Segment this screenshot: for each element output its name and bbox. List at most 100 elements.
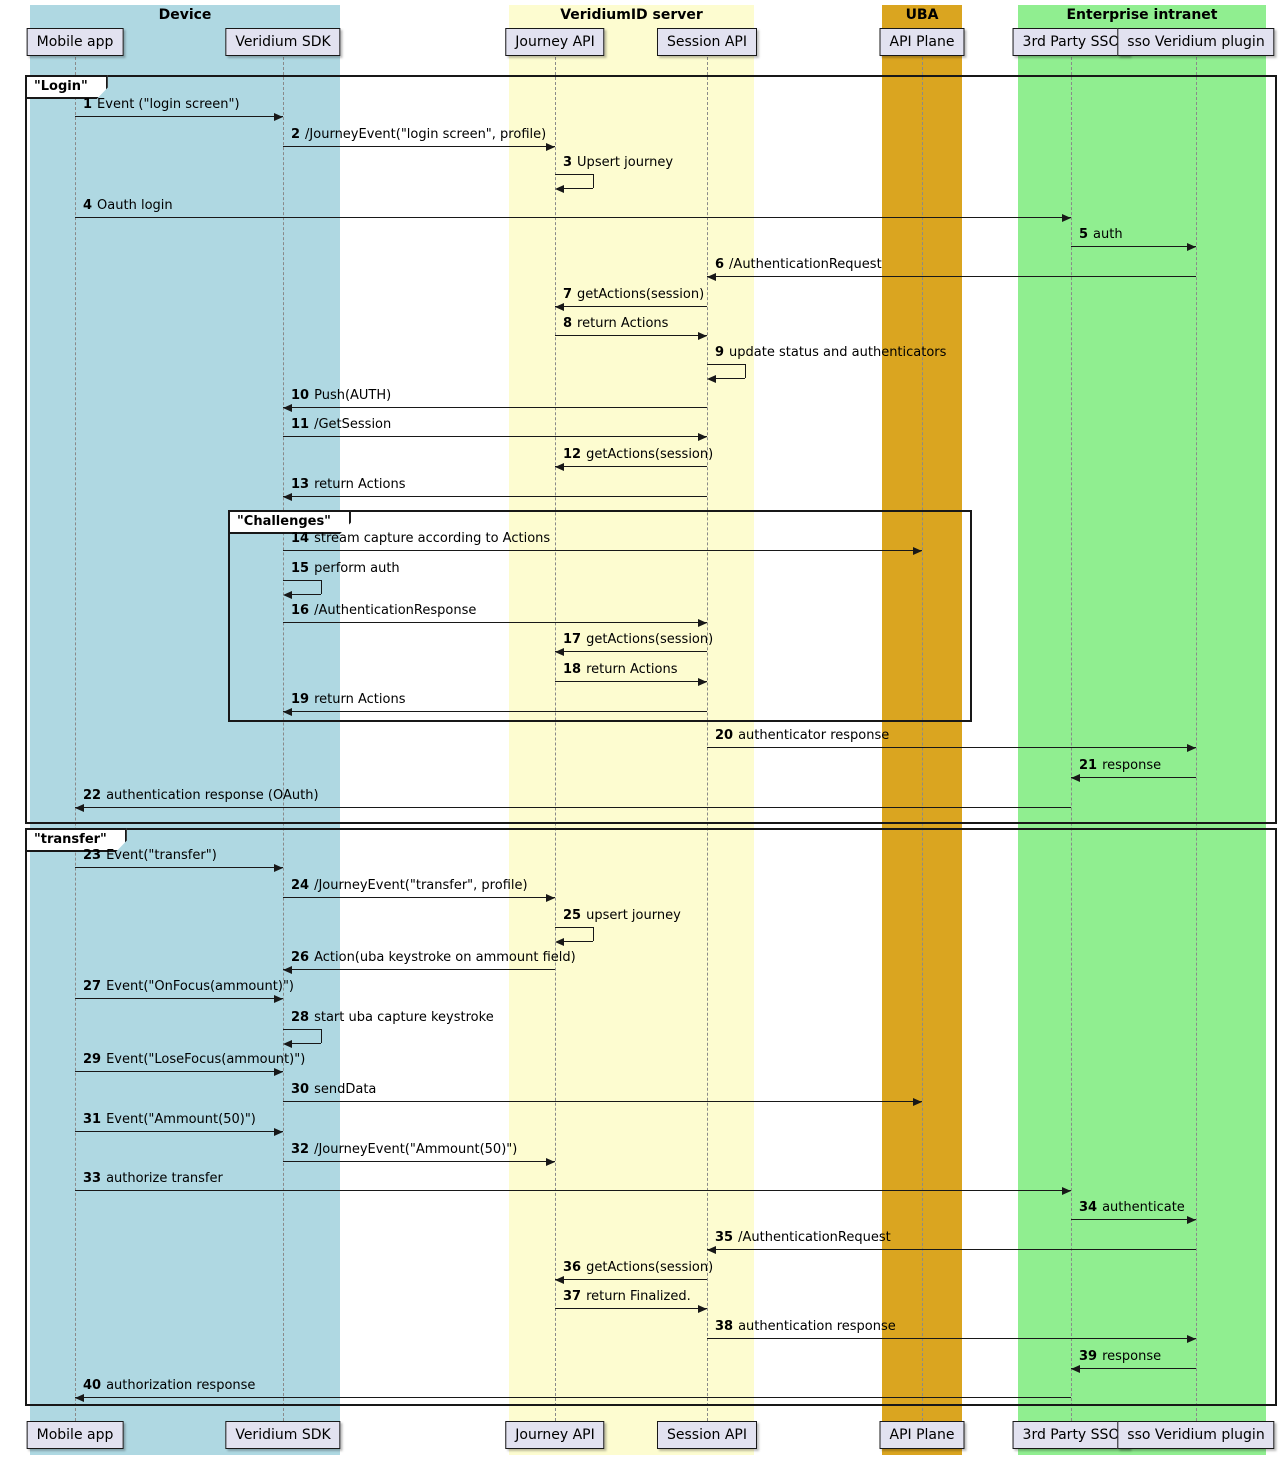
message-9-self-right — [745, 364, 746, 378]
lifeline-mobile-app — [75, 57, 76, 1421]
message-30-number: 30 — [291, 1082, 310, 1097]
message-12-number: 12 — [563, 447, 582, 462]
message-7-text: getActions(session) — [577, 287, 705, 302]
group-label-device: Device — [158, 7, 212, 23]
message-4-number: 4 — [83, 198, 93, 213]
participant-session-api-bottom: Session API — [656, 1421, 758, 1449]
message-3-self-right — [593, 174, 594, 188]
message-39-line — [1071, 1368, 1196, 1369]
message-40-line — [75, 1397, 1071, 1398]
message-19-arrowhead-icon — [283, 708, 292, 716]
participant-sso-veridium-plugin-top: sso Veridium plugin — [1117, 28, 1275, 56]
participant-mobile-app-bottom: Mobile app — [26, 1421, 124, 1449]
message-21-arrowhead-icon — [1071, 774, 1080, 782]
message-13-line — [283, 496, 707, 497]
message-32-number: 32 — [291, 1142, 310, 1157]
message-1-arrowhead-icon — [274, 113, 283, 121]
message-23-line — [75, 867, 283, 868]
message-29-number: 29 — [83, 1052, 102, 1067]
message-3-number: 3 — [563, 155, 573, 170]
group-label-veridiumid-server: VeridiumID server — [560, 7, 703, 23]
message-24-arrowhead-icon — [546, 894, 555, 902]
participant-journey-api-bottom: Journey API — [505, 1421, 605, 1449]
message-7-arrowhead-icon — [555, 303, 564, 311]
message-25-text: upsert journey — [586, 908, 681, 923]
message-27-text: Event("OnFocus(ammount)") — [106, 979, 295, 994]
message-31-arrowhead-icon — [274, 1128, 283, 1136]
message-29-text: Event("LoseFocus(ammount)") — [106, 1052, 306, 1067]
message-9-self-bottom — [716, 378, 745, 379]
message-2-arrowhead-icon — [546, 143, 555, 151]
message-12-line — [555, 466, 707, 467]
lifeline-veridium-sdk — [283, 57, 284, 1421]
message-27-line — [75, 998, 283, 999]
message-3-label: 3 Upsert journey — [563, 155, 673, 170]
frame-login — [25, 75, 1277, 824]
frame-challenges — [228, 510, 972, 722]
group-label-uba: UBA — [905, 7, 939, 23]
message-13-text: return Actions — [314, 477, 406, 492]
message-19-number: 19 — [291, 692, 310, 707]
message-20-text: authenticator response — [738, 728, 890, 743]
message-33-line — [75, 1190, 1071, 1191]
message-9-self-top — [707, 364, 745, 365]
message-2-line — [283, 146, 555, 147]
message-28-text: start uba capture keystroke — [314, 1010, 494, 1025]
message-18-line — [555, 681, 707, 682]
message-4-line — [75, 217, 1071, 218]
message-27-arrowhead-icon — [274, 995, 283, 1003]
message-28-self-bottom — [292, 1043, 321, 1044]
participant-session-api-top: Session API — [656, 28, 758, 56]
message-34-number: 34 — [1079, 1200, 1098, 1215]
message-5-number: 5 — [1079, 227, 1089, 242]
message-32-line — [283, 1161, 555, 1162]
message-39-text: response — [1102, 1349, 1162, 1364]
message-19-text: return Actions — [314, 692, 406, 707]
message-10-line — [283, 407, 707, 408]
message-40-arrowhead-icon — [75, 1394, 84, 1402]
message-11-line — [283, 436, 707, 437]
message-22-number: 22 — [83, 788, 102, 803]
message-18-arrowhead-icon — [698, 678, 707, 686]
message-38-line — [707, 1338, 1196, 1339]
message-26-text: Action(uba keystroke on ammount field) — [314, 950, 576, 965]
frame-label-challenges: "Challenges" — [228, 510, 351, 534]
message-18-text: return Actions — [586, 662, 678, 677]
message-3-self-top — [555, 174, 593, 175]
message-35-label: 35/AuthenticationRequest — [715, 1230, 891, 1245]
message-38-arrowhead-icon — [1187, 1335, 1196, 1343]
message-25-number: 25 — [563, 908, 582, 923]
message-35-arrowhead-icon — [707, 1246, 716, 1254]
message-17-line — [555, 651, 707, 652]
message-23-arrowhead-icon — [274, 864, 283, 872]
message-13-arrowhead-icon — [283, 493, 292, 501]
message-35-text: /AuthenticationRequest — [738, 1230, 891, 1245]
message-19-label: 19 return Actions — [291, 692, 405, 707]
message-3-arrowhead-icon — [555, 185, 564, 193]
message-16-line — [283, 622, 707, 623]
participant-mobile-app-top: Mobile app — [26, 28, 124, 56]
message-22-arrowhead-icon — [75, 804, 84, 812]
message-17-arrowhead-icon — [555, 648, 564, 656]
message-3-text: Upsert journey — [577, 155, 674, 170]
message-10-number: 10 — [291, 388, 310, 403]
message-25-label: 25 upsert journey — [563, 908, 681, 923]
message-11-arrowhead-icon — [698, 433, 707, 441]
message-4-arrowhead-icon — [1062, 214, 1071, 222]
message-29-label: 29 Event("LoseFocus(ammount)") — [83, 1052, 305, 1067]
group-label-enterprise-intranet: Enterprise intranet — [1066, 7, 1218, 23]
message-28-arrowhead-icon — [283, 1040, 292, 1048]
message-36-line — [555, 1279, 707, 1280]
message-29-arrowhead-icon — [274, 1068, 283, 1076]
